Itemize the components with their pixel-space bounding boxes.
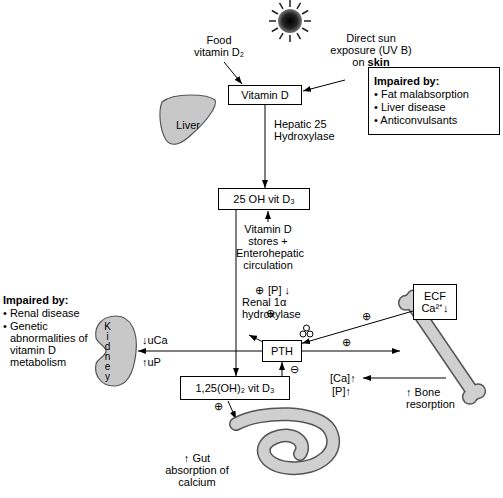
liver-organ: Liver <box>158 92 218 148</box>
pathway-arrow <box>282 362 283 376</box>
sun-disc <box>278 9 302 33</box>
stimulus-symbol-wrap: ⊕ <box>342 336 351 348</box>
compound-box: Vitamin D <box>228 85 302 105</box>
parathyroid-cells <box>300 325 313 337</box>
box-text: • Liver disease <box>374 101 446 114</box>
source-label-wrap: Direct sun exposure (UV B) onskin <box>330 32 412 68</box>
cell-circle <box>307 331 313 337</box>
stimulus-symbol-wrap: ⊕ <box>255 284 264 296</box>
box-text: • Fat malabsorption <box>374 88 469 101</box>
impairment-box: Impaired by:• Fat malabsorption• Liver d… <box>368 67 500 135</box>
kidney-shape <box>96 316 137 386</box>
gut-outline <box>236 414 333 468</box>
stimulus-symbol: ⊕ <box>214 400 223 412</box>
level-label-wrap: [P] ↓ <box>268 284 290 296</box>
stimulus-arrow <box>228 401 236 419</box>
stores-arrow <box>268 211 269 222</box>
effect-label: ↑ Gut absorption of calcium <box>165 452 229 488</box>
note-item-wrap: • Genetic abnormalities of vitamin D met… <box>3 320 98 368</box>
gut-fill <box>236 414 333 468</box>
box-text: • Anticonvulsants <box>374 114 457 127</box>
level-label-wrap: ↓uCa <box>142 334 168 346</box>
input-arrow <box>224 62 242 84</box>
level-label: ↑uP <box>142 356 161 368</box>
compound-box: 25 OH vit D₃ <box>218 188 310 210</box>
gut-illustration <box>236 414 333 468</box>
liver-shape <box>160 95 216 144</box>
box-text: ECF Ca²⁺↓ <box>416 290 454 314</box>
kidney-outline <box>92 314 138 388</box>
level-label: [P] ↓ <box>268 284 290 296</box>
inhibition-symbol-wrap: ⊖ <box>290 363 299 375</box>
kidney-organ: Kidney <box>92 314 138 388</box>
box-text: PTH <box>271 345 293 357</box>
source-label-wrap: Food vitamin D₂ <box>190 34 248 58</box>
bone-fill <box>399 296 412 309</box>
pathway-arrow <box>236 210 237 376</box>
stimulus-symbol-wrap: ⊕ <box>362 310 371 322</box>
box-text: 25 OH vit D₃ <box>233 193 294 205</box>
inhibition-symbol: ⊖ <box>290 363 299 375</box>
stimulus-symbol: ⊕ <box>342 336 351 348</box>
note-item-wrap: • Renal disease <box>3 307 91 319</box>
stimulus-arrow <box>249 335 263 342</box>
condition-box: ECF Ca²⁺↓ <box>413 284 457 320</box>
note-heading: Impaired by: <box>3 294 68 306</box>
sun-symbol <box>269 0 311 42</box>
source-label: Vitamin D stores + Enterohepatic circula… <box>236 223 304 271</box>
box-text: Kidney <box>101 321 113 381</box>
effect-label-wrap: ↑ Bone resorption <box>406 386 462 410</box>
compound-box: 1,25(OH)₂ vit D₃ <box>180 376 290 400</box>
level-label-wrap: ↑uP <box>142 356 161 368</box>
source-label-wrap: Vitamin D stores + Enterohepatic circula… <box>236 223 300 271</box>
box-heading: Impaired by: <box>374 75 439 88</box>
box-text: 1,25(OH)₂ vit D₃ <box>195 382 274 394</box>
stimulus-symbol: ⊕ <box>266 307 275 319</box>
pathway-arrow <box>302 311 413 343</box>
enzyme-label: Hepatic 25 Hydroxylase <box>274 118 335 142</box>
level-label: [P]↑ <box>332 385 351 397</box>
box-text: Vitamin D <box>241 89 288 101</box>
level-label-wrap: [P]↑ <box>332 385 351 397</box>
bone-fill <box>463 390 476 403</box>
sun-rays <box>269 0 311 42</box>
note-item: • Genetic abnormalities of vitamin D met… <box>3 320 88 368</box>
cell-circle <box>304 325 310 331</box>
stimulus-symbol-wrap: ⊕ <box>214 400 223 412</box>
level-label: [Ca]↑ <box>330 372 356 384</box>
stimulus-arrow <box>302 351 400 352</box>
source-label: skin <box>368 56 390 68</box>
level-label-wrap: [Ca]↑ <box>330 372 356 384</box>
input-arrow <box>303 80 345 91</box>
pathway-arrow <box>265 105 266 188</box>
effect-label-wrap: ↑ Gut absorption of calcium <box>160 452 234 488</box>
note-heading-wrap: Impaired by: <box>3 294 91 306</box>
release-arrow <box>363 378 446 379</box>
box-text: Liver <box>176 119 200 131</box>
stimulus-symbol-wrap: ⊕ <box>266 307 275 319</box>
stimulus-symbol: ⊕ <box>255 284 264 296</box>
note-item: • Renal disease <box>3 307 80 319</box>
pathway-arrow <box>138 351 262 352</box>
level-label: ↓uCa <box>142 334 168 346</box>
source-label: Food vitamin D₂ <box>194 34 244 58</box>
enzyme-label-wrap: Hepatic 25 Hydroxylase <box>274 118 344 142</box>
effect-label: ↑ Bone resorption <box>406 386 455 410</box>
hormone-box: PTH <box>262 340 302 362</box>
stimulus-symbol: ⊕ <box>362 310 371 322</box>
cell-circle <box>300 331 306 337</box>
